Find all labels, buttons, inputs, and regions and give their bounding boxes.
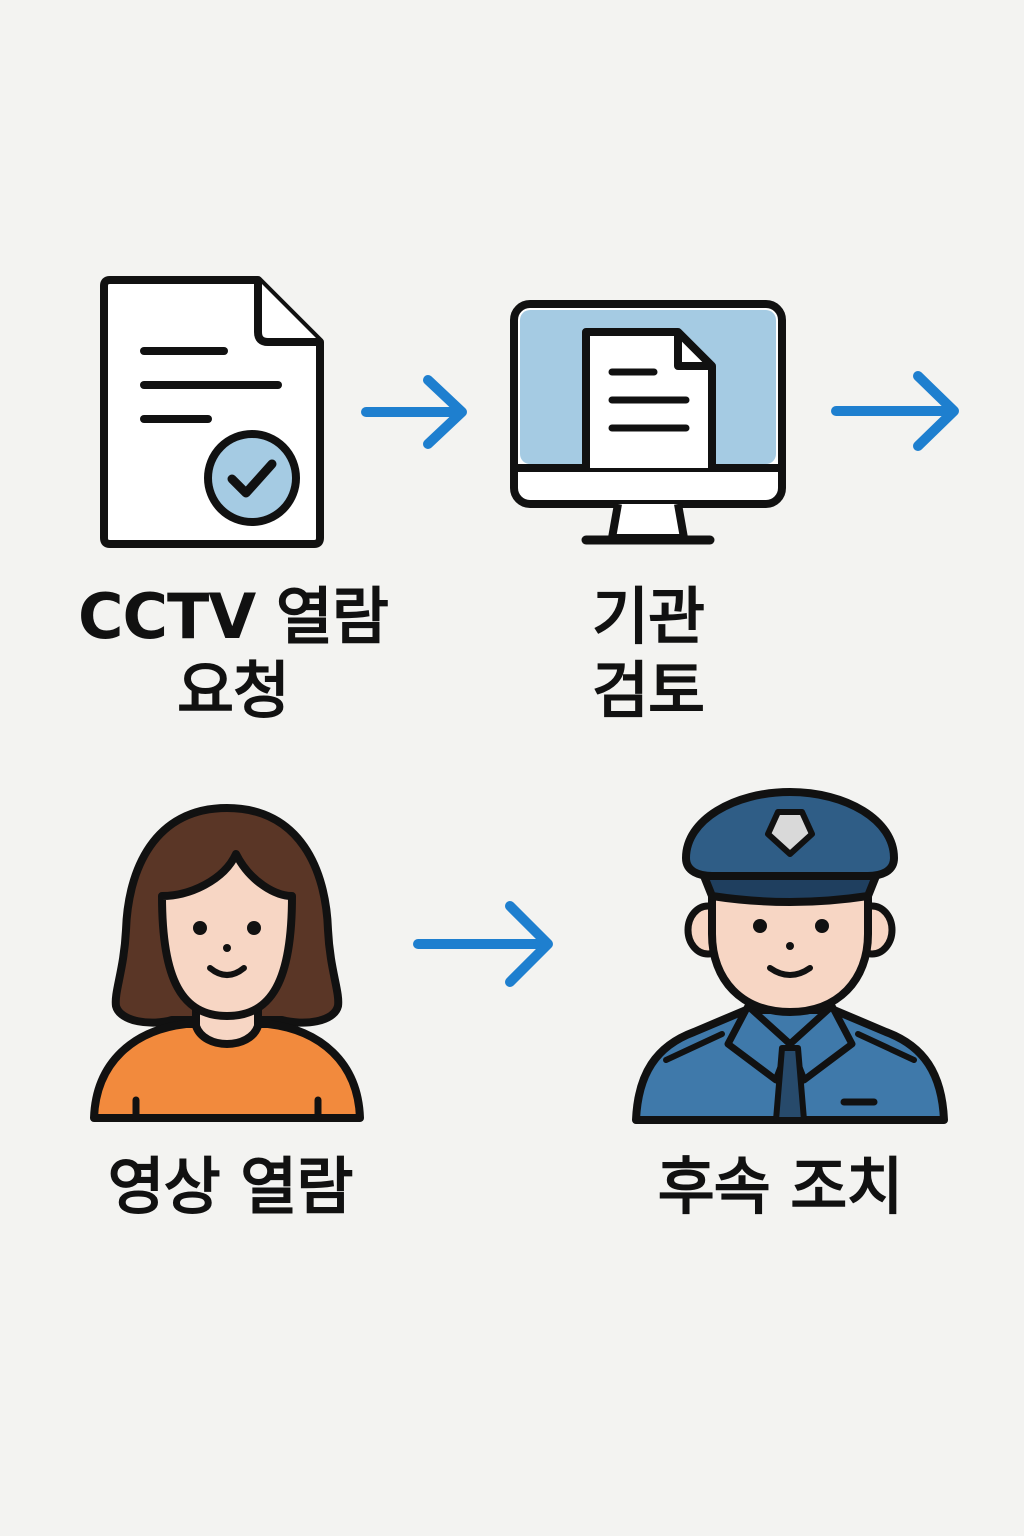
step-label-followup: 후속 조치 bbox=[657, 1150, 904, 1223]
step-label-request: CCTV 열람 요청 bbox=[60, 580, 406, 729]
step-label-request-line2: 요청 bbox=[176, 654, 290, 728]
arrow-right-icon bbox=[831, 371, 959, 451]
arrow-right-icon bbox=[413, 901, 553, 987]
step-label-review-line1: 기관 bbox=[591, 580, 705, 653]
document-check-icon bbox=[100, 276, 324, 548]
step-label-viewing: 영상 열람 bbox=[107, 1150, 354, 1223]
woman-avatar-icon bbox=[90, 804, 364, 1122]
arrow-right-icon bbox=[361, 375, 467, 449]
step-label-request-line1: CCTV 열람 bbox=[78, 580, 389, 653]
step-label-review-line2: 검토 bbox=[591, 654, 705, 728]
monitor-document-icon bbox=[510, 300, 786, 545]
step-label-review: 기관 검토 bbox=[548, 580, 748, 729]
police-officer-icon bbox=[632, 788, 948, 1124]
